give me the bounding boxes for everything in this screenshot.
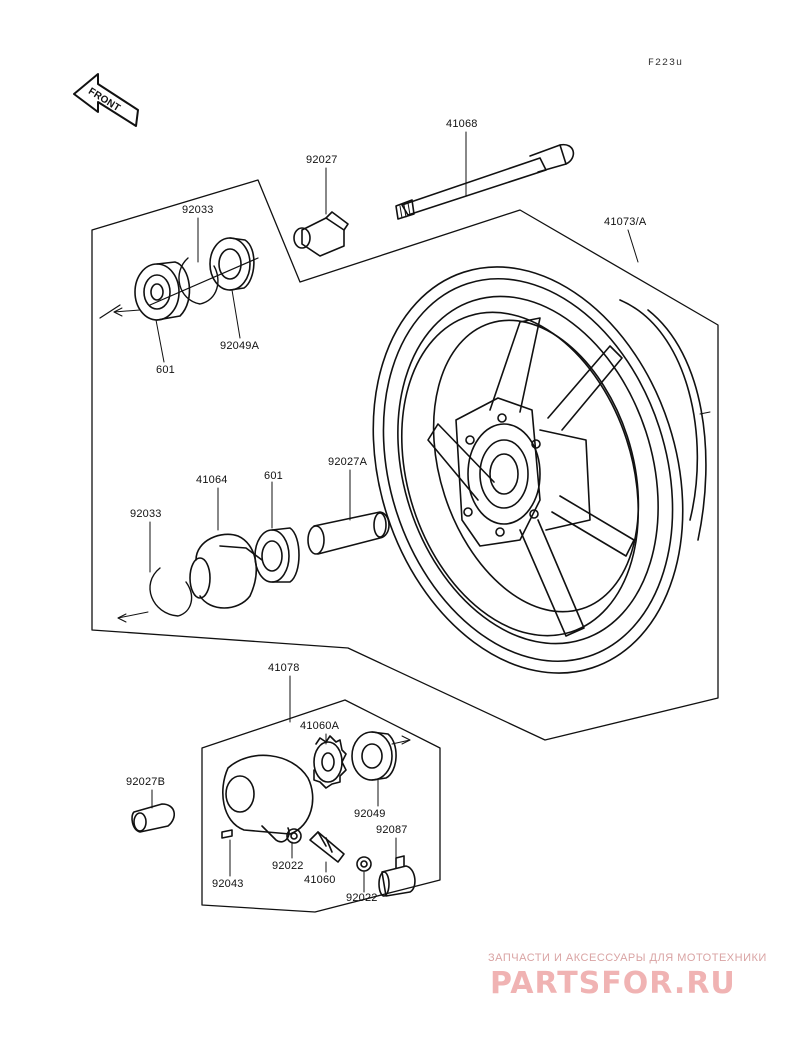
label-seal-top: 92049A (220, 340, 260, 352)
washer-a (286, 828, 302, 844)
bearing-group-bracket (99, 257, 259, 319)
washer-b (356, 856, 372, 872)
collar-top (293, 211, 349, 257)
front-arrow-icon (73, 73, 139, 127)
leader-lines (149, 131, 639, 893)
label-pin: 92043 (212, 878, 244, 890)
label-pinion: 41060 (304, 874, 336, 886)
gear (313, 735, 347, 789)
watermark-brand: PARTSFOR.RU (490, 966, 736, 1001)
circlip-mid (149, 567, 193, 617)
label-washer-b: 92022 (346, 892, 378, 904)
circlip-top (178, 257, 219, 305)
seal-bottom (351, 731, 397, 781)
bearing-top (134, 261, 191, 321)
main-group-frame (91, 179, 719, 741)
gear-housing-frame (201, 699, 441, 913)
hub-cover (189, 533, 263, 609)
axle (395, 143, 575, 220)
label-seal-bottom: 92049 (354, 808, 386, 820)
label-bearing-top: 601 (156, 364, 175, 376)
label-washer-a: 92022 (272, 860, 304, 872)
collar-long (307, 511, 390, 555)
label-wheel: 41073/A (604, 216, 647, 228)
label-collar-top: 92027 (306, 154, 338, 166)
seal-top (209, 237, 255, 291)
bushing (378, 855, 416, 897)
label-gear: 41060A (300, 720, 340, 732)
pinion (309, 831, 345, 863)
bearing-mid (254, 527, 300, 583)
watermark-tagline: ЗАПЧАСТИ И АКСЕССУАРЫ ДЛЯ МОТОТЕХНИКИ (488, 952, 767, 964)
label-circlip-top: 92033 (182, 204, 214, 216)
label-collar-b: 92027B (126, 776, 166, 788)
label-hub-cover: 41064 (196, 474, 228, 486)
figure-code: F223u (648, 58, 684, 69)
axis-arrows (113, 307, 711, 745)
label-bushing: 92087 (376, 824, 408, 836)
wheel (372, 266, 707, 674)
label-gear-housing: 41078 (268, 662, 300, 674)
pin (221, 829, 233, 839)
label-collar-long: 92027A (328, 456, 368, 468)
label-bearing-mid: 601 (264, 470, 283, 482)
label-circlip-mid: 92033 (130, 508, 162, 520)
label-axle: 41068 (446, 118, 478, 130)
gear-housing (222, 754, 314, 843)
collar-b (131, 803, 175, 833)
